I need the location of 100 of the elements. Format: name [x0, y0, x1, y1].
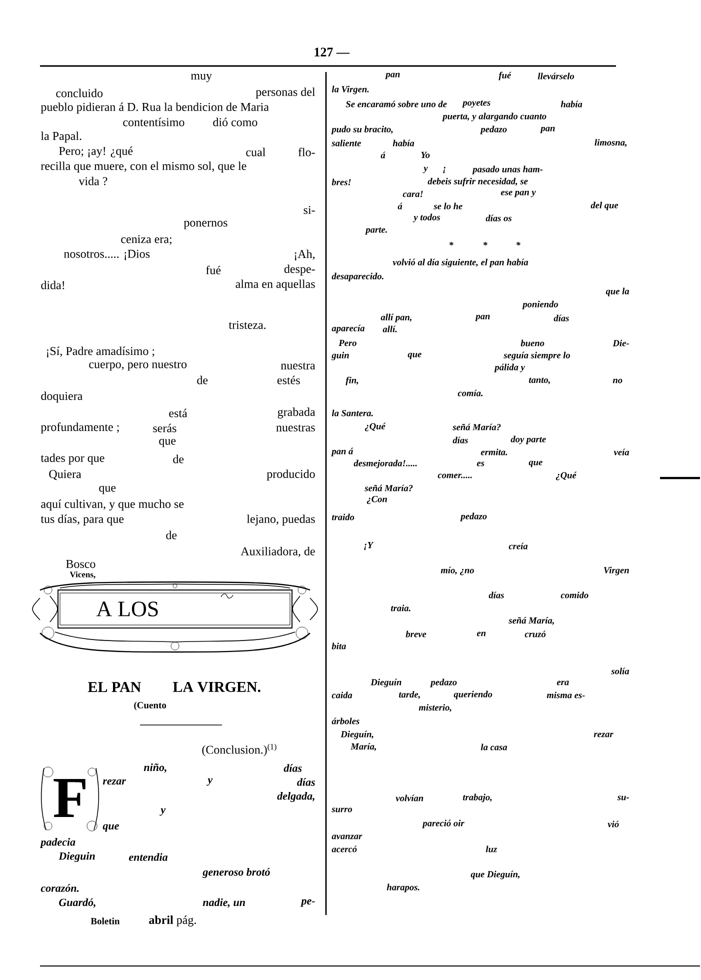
text-fragment: flo- [298, 148, 315, 156]
text-fragment: pedazo [460, 512, 487, 522]
text-fragment: pareció oir [422, 820, 464, 828]
text-fragment: abril pág. [149, 916, 196, 926]
text-fragment: seguía siempre lo [504, 352, 570, 360]
text-fragment: se lo he [434, 202, 462, 210]
text-fragment: Yo [421, 152, 430, 158]
text-fragment: puerta, y alargando cuanto [442, 112, 546, 122]
text-fragment: entendia [128, 853, 168, 861]
text-fragment: la Virgen. [332, 86, 369, 94]
text-fragment: pedazo [480, 126, 507, 134]
text-fragment: la Santera. [332, 410, 373, 416]
text-fragment: * [449, 242, 454, 246]
text-fragment: era [556, 680, 569, 686]
text-fragment: cruzó [524, 630, 546, 638]
text-fragment: nuestra [280, 362, 316, 370]
text-fragment: acercó [332, 846, 357, 852]
text-fragment: y [206, 778, 213, 786]
text-fragment: tus días, para que [40, 514, 124, 526]
text-fragment: es [476, 462, 484, 466]
text-fragment: de [173, 454, 184, 464]
text-fragment: del que [590, 202, 618, 210]
text-fragment: producido [266, 470, 315, 480]
text-fragment: pe- [300, 899, 315, 907]
text-fragment: poniendo [522, 300, 558, 310]
text-fragment: tristeza. [228, 320, 266, 330]
text-fragment: Die- [612, 340, 629, 346]
text-fragment: veía [614, 448, 630, 456]
text-fragment: aparecía [332, 324, 365, 334]
text-fragment: días [554, 314, 569, 322]
text-fragment: traido [332, 514, 354, 520]
text-fragment: allí. [382, 326, 397, 332]
text-fragment: pueblo pidieran á D. Rua la bendicion de Maria [40, 102, 269, 114]
text-fragment: fué [206, 266, 221, 274]
text-fragment: limosna, [594, 139, 627, 147]
text-fragment: trabajo, [462, 794, 492, 802]
text-fragment: nosotros..... ¡Dios [64, 250, 150, 260]
text-fragment: saliente [332, 140, 361, 146]
text-fragment: doy parte [510, 436, 546, 444]
text-fragment: Auxiliadora, de [240, 546, 315, 558]
text-fragment: delgada, [277, 792, 314, 802]
text-fragment: serás [153, 424, 176, 432]
text-fragment: bita [332, 642, 346, 650]
text-fragment: la casa [480, 744, 508, 750]
page-number: 127 — [314, 48, 350, 56]
text-fragment: dida! [41, 280, 64, 290]
text-fragment: pedazo [430, 678, 457, 688]
text-fragment: (Conclusion.)$^{(1)}$ [202, 744, 276, 756]
text-fragment: á [380, 152, 386, 158]
text-fragment: Dieguín, [340, 730, 374, 740]
text-fragment: rezar [102, 779, 126, 785]
text-fragment: misterio, [418, 704, 452, 712]
text-fragment: su- [617, 796, 629, 800]
text-fragment: que [102, 824, 119, 832]
text-fragment: pálida y [494, 364, 525, 372]
text-fragment: misma es- [546, 692, 585, 698]
text-fragment: había [560, 100, 582, 108]
text-fragment: pan [540, 126, 555, 134]
text-fragment: solía [611, 668, 630, 674]
text-fragment: volvió al día siguiente, el pan había [392, 258, 528, 268]
text-fragment: María, [350, 743, 376, 751]
text-fragment: muy [190, 74, 212, 82]
text-fragment: días [284, 764, 302, 772]
text-fragment: pudo su bracito, [331, 126, 393, 134]
text-fragment: luz [486, 846, 498, 852]
text-fragment: alma en aquellas [236, 280, 315, 290]
text-fragment: bres! [332, 178, 351, 186]
text-fragment: surro [332, 808, 352, 812]
text-fragment: fin, [346, 376, 358, 386]
text-fragment: Quiera [49, 470, 82, 480]
drop-cap-letter: F [54, 779, 86, 817]
text-fragment: grabada [278, 408, 316, 418]
text-fragment: * [516, 242, 520, 246]
text-fragment: estés [277, 376, 300, 384]
text-fragment: ¡ [443, 166, 446, 174]
text-fragment: comía. [458, 390, 483, 396]
text-fragment: despe- [284, 264, 315, 276]
text-fragment: que [99, 486, 116, 494]
text-fragment: corazón. [40, 884, 79, 892]
text-fragment: y todos [412, 214, 440, 222]
text-fragment: y [422, 166, 428, 174]
text-fragment: cual [246, 148, 266, 156]
text-fragment: harapos. [386, 884, 420, 892]
text-fragment: Guardó, [59, 898, 96, 908]
text-fragment: está [169, 408, 188, 418]
text-fragment: profundamente ; [40, 422, 119, 434]
text-fragment: guin [332, 352, 349, 360]
text-fragment: padecia [40, 838, 76, 848]
text-fragment: volvían [396, 794, 424, 802]
text-fragment: días [488, 592, 504, 598]
text-fragment: señá María? [452, 424, 501, 430]
text-fragment: si- [304, 206, 315, 214]
text-fragment: ceniza era; [121, 235, 172, 245]
text-fragment: ¿Qué [556, 472, 577, 480]
text-fragment: bueno [520, 340, 544, 346]
text-fragment: tanto, [528, 378, 550, 384]
story-title: EL PAN [88, 682, 141, 692]
text-fragment: nuestras [276, 424, 315, 432]
text-fragment: vió [608, 820, 619, 828]
text-fragment: de [197, 376, 208, 384]
